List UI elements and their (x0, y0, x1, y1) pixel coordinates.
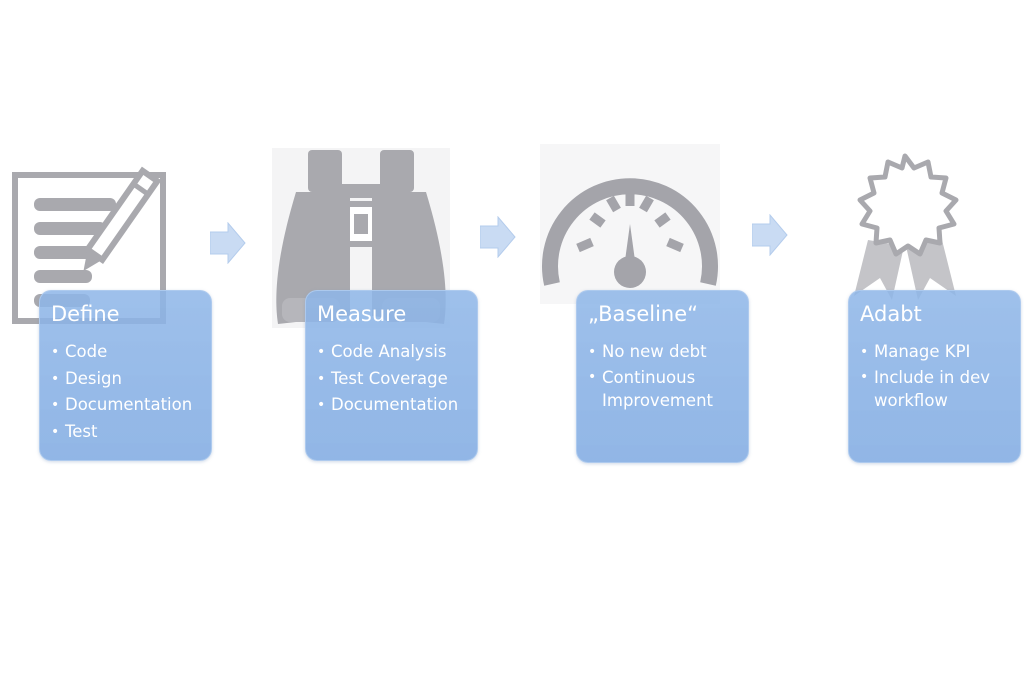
bullet: • (51, 397, 60, 413)
step-title: Adabt (860, 302, 922, 326)
list-item: • Include in dev workflow (859, 366, 1014, 412)
step-title: „Baseline“ (588, 302, 699, 326)
list-item: • Manage KPI (859, 339, 1010, 366)
bullet: • (51, 344, 60, 360)
item-label: No new debt (602, 342, 707, 361)
bullet: • (51, 370, 60, 387)
item-label: Documentation (65, 395, 193, 414)
item-label: Documentation (331, 395, 459, 414)
list-item: • Continuous Improvement (587, 366, 730, 412)
step-title: Measure (317, 302, 407, 326)
bullet: • (588, 368, 597, 385)
step-box-measure: Measure • Code Analysis • Test Coverage • D… (305, 290, 478, 461)
bullet: • (51, 423, 60, 440)
arrow-right-icon (752, 214, 788, 256)
bullet: • (317, 370, 326, 387)
step-items: • Code • Design • Documentation • Test (50, 339, 201, 445)
step-items: • No new debt • Continuous Improvement (587, 339, 738, 412)
step-box-adabt: Adabt • Manage KPI • Include in dev workfl… (848, 290, 1021, 463)
item-label: Code Analysis (331, 342, 447, 361)
step-box-baseline: „Baseline“ • No new debt • Continuous Impr… (576, 290, 749, 463)
arrow-right-icon (480, 216, 516, 258)
list-item: • Documentation (50, 392, 201, 419)
speedometer-icon (540, 144, 720, 304)
step-items: • Code Analysis • Test Coverage • Documenta… (316, 339, 467, 419)
bullet: • (317, 344, 326, 360)
list-item: • No new debt (587, 339, 738, 366)
item-label: Manage KPI (874, 342, 971, 361)
item-label: Test Coverage (331, 368, 448, 388)
item-label: Test (65, 421, 98, 441)
item-label: Code (65, 342, 108, 361)
list-item: • Code Analysis (316, 339, 467, 366)
step-box-define: Define • Code • Design • Documentation • Tes… (39, 290, 212, 461)
arrow-right-icon (210, 222, 246, 264)
list-item: • Test (50, 419, 201, 446)
item-label: Continuous Improvement (602, 367, 713, 410)
bullet: • (860, 344, 869, 360)
list-item: • Documentation (316, 392, 467, 419)
award-ribbon-icon (838, 150, 972, 302)
list-item: • Code (50, 339, 201, 366)
bullet: • (860, 368, 869, 385)
step-title: Define (51, 302, 120, 326)
item-label: Design (65, 368, 122, 388)
item-label: Include in dev workflow (874, 367, 990, 410)
list-item: • Test Coverage (316, 366, 467, 393)
bullet: • (588, 344, 597, 360)
step-items: • Manage KPI • Include in dev workflow (859, 339, 1010, 412)
list-item: • Design (50, 366, 201, 393)
bullet: • (317, 397, 326, 413)
